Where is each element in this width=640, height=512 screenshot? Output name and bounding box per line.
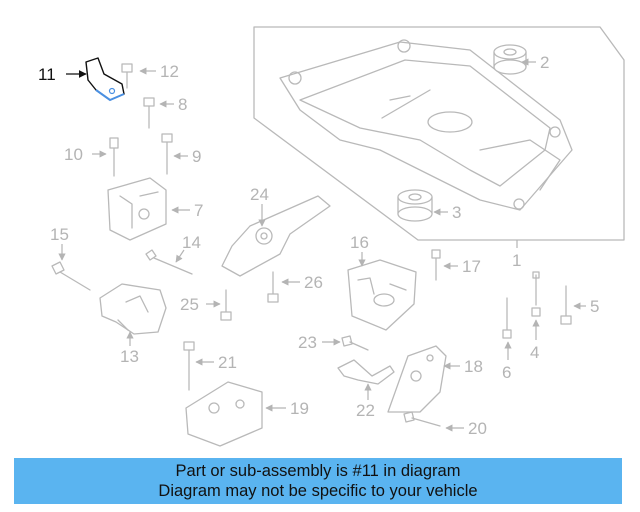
callout-7: 7 [194,201,203,220]
bolt-part-10 [109,137,119,177]
transmission-mount-part-16 [347,259,417,331]
callout-6: 6 [502,363,511,382]
callout-25: 25 [180,295,199,314]
callout-9: 9 [192,147,201,166]
bolt-part-5 [560,285,572,325]
leader-lines [58,58,586,432]
caption-banner: Part or sub-assembly is #11 in diagram D… [14,458,622,504]
caption-line-2: Diagram may not be specific to your vehi… [158,482,478,500]
bolt-part-15 [51,261,91,291]
bushing-part-2 [493,44,527,75]
bolt-part-17 [431,249,441,281]
bolt-part-21 [183,341,195,391]
callout-11: 11 [38,65,56,84]
callout-1: 1 [512,251,521,270]
callout-2: 2 [540,53,549,72]
mount-part-13 [99,283,167,335]
bolt-part-8 [143,97,155,129]
callout-19: 19 [290,399,309,418]
bolt-part-23 [341,335,369,351]
callout-24: 24 [250,185,269,204]
subframe-part-1 [253,26,625,248]
callout-3: 3 [452,203,461,222]
callout-4: 4 [530,343,539,362]
callout-8: 8 [178,95,187,114]
callout-21: 21 [218,353,237,372]
bracket-part-11 [85,57,125,102]
bolt-part-20 [403,411,441,427]
callout-15: 15 [50,225,69,244]
callout-5: 5 [590,297,599,316]
bolt-part-4 [531,271,541,317]
caption-line-1: Part or sub-assembly is #11 in diagram [175,462,461,480]
bolt-part-12 [121,63,133,89]
torque-rod-part-24 [221,195,331,277]
bracket-part-18 [387,345,447,413]
bolt-part-14 [145,249,193,275]
callout-18: 18 [464,357,483,376]
bolt-part-26 [267,271,279,303]
link-part-22 [337,359,395,385]
callout-17: 17 [462,257,481,276]
bracket-part-19 [185,381,263,447]
bolt-part-6 [502,297,512,339]
callout-14: 14 [182,233,201,252]
callout-labels: 11 12 8 10 9 7 2 3 24 1 15 14 16 17 26 2… [38,53,599,438]
callout-23: 23 [298,333,317,352]
callout-22: 22 [356,401,375,420]
engine-mount-part-7 [107,177,167,241]
bushing-part-3 [397,189,433,222]
callout-12: 12 [160,62,179,81]
callout-16: 16 [350,233,369,252]
bolt-part-25 [220,289,232,321]
callout-20: 20 [468,419,487,438]
callout-26: 26 [304,273,323,292]
callout-10: 10 [64,145,83,164]
callout-13: 13 [120,347,139,366]
bolt-part-9 [161,133,173,175]
